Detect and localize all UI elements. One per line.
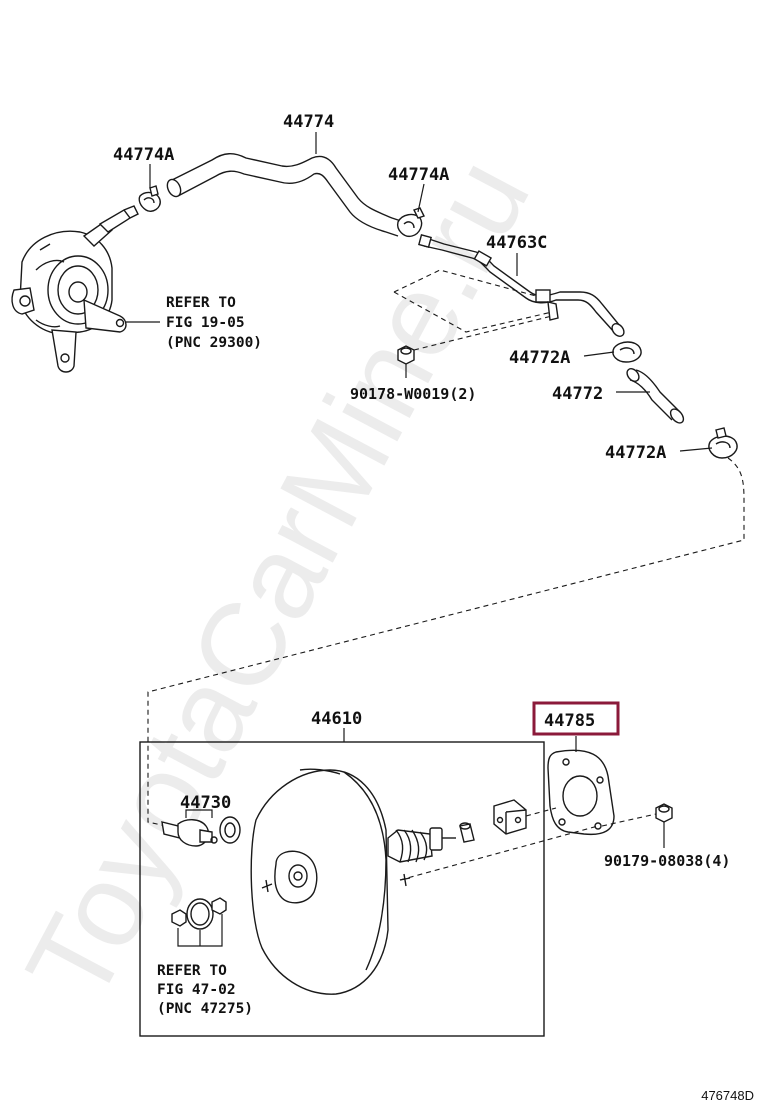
leader-lines (126, 132, 713, 848)
check-valve-44730 (161, 819, 218, 847)
highlight-box-44785 (532, 701, 620, 736)
label-44763c: 44763C (486, 233, 547, 253)
booster-assembly-frame (139, 741, 545, 1037)
vacuum-hose-44774 (166, 153, 405, 237)
ref-pump-line-1: REFER TO (166, 295, 236, 311)
nut-90178 (397, 345, 415, 365)
grommet-44730 (219, 816, 241, 844)
label-44772a-bottom: 44772A (605, 443, 666, 463)
hose-clamp-44772a-top (612, 341, 642, 363)
ref-seal-line-3: (PNC 47275) (157, 1001, 253, 1017)
label-44730: 44730 (180, 793, 231, 813)
bushing (459, 822, 475, 843)
label-90179: 90179-08038(4) (604, 852, 730, 870)
ref-pump-line-3: (PNC 29300) (166, 335, 262, 351)
diagram-id: 476748D (701, 1088, 754, 1103)
label-44772: 44772 (552, 384, 603, 404)
label-44785: 44785 (544, 711, 595, 731)
hose-clamp-44774a-right (397, 207, 425, 237)
vacuum-pipe-44763c (418, 234, 625, 337)
seal-parts (171, 897, 227, 947)
label-44774: 44774 (283, 112, 334, 132)
gasket-44785 (547, 749, 615, 836)
leader-44730 (185, 809, 213, 818)
ref-seal-line-2: FIG 47-02 (157, 982, 236, 998)
lower-assembly-lines (399, 807, 657, 881)
label-44774a-left: 44774A (113, 145, 174, 165)
label-90178: 90178-W0019(2) (350, 385, 476, 403)
ref-seal-line-1: REFER TO (157, 963, 227, 979)
brake-booster-44610 (250, 768, 456, 995)
vacuum-hose-44772 (626, 368, 685, 424)
vacuum-pump-illustration (11, 205, 139, 373)
hose-clamp-44772a-bottom (708, 427, 738, 459)
label-44774a-right: 44774A (388, 165, 449, 185)
upper-assembly-lines (147, 269, 745, 827)
label-44610: 44610 (311, 709, 362, 729)
hose-clamp-44774a-left (138, 185, 161, 212)
nut-90179 (655, 803, 673, 823)
ref-pump-line-2: FIG 19-05 (166, 315, 245, 331)
clevis (493, 799, 527, 835)
label-44772a-top: 44772A (509, 348, 570, 368)
